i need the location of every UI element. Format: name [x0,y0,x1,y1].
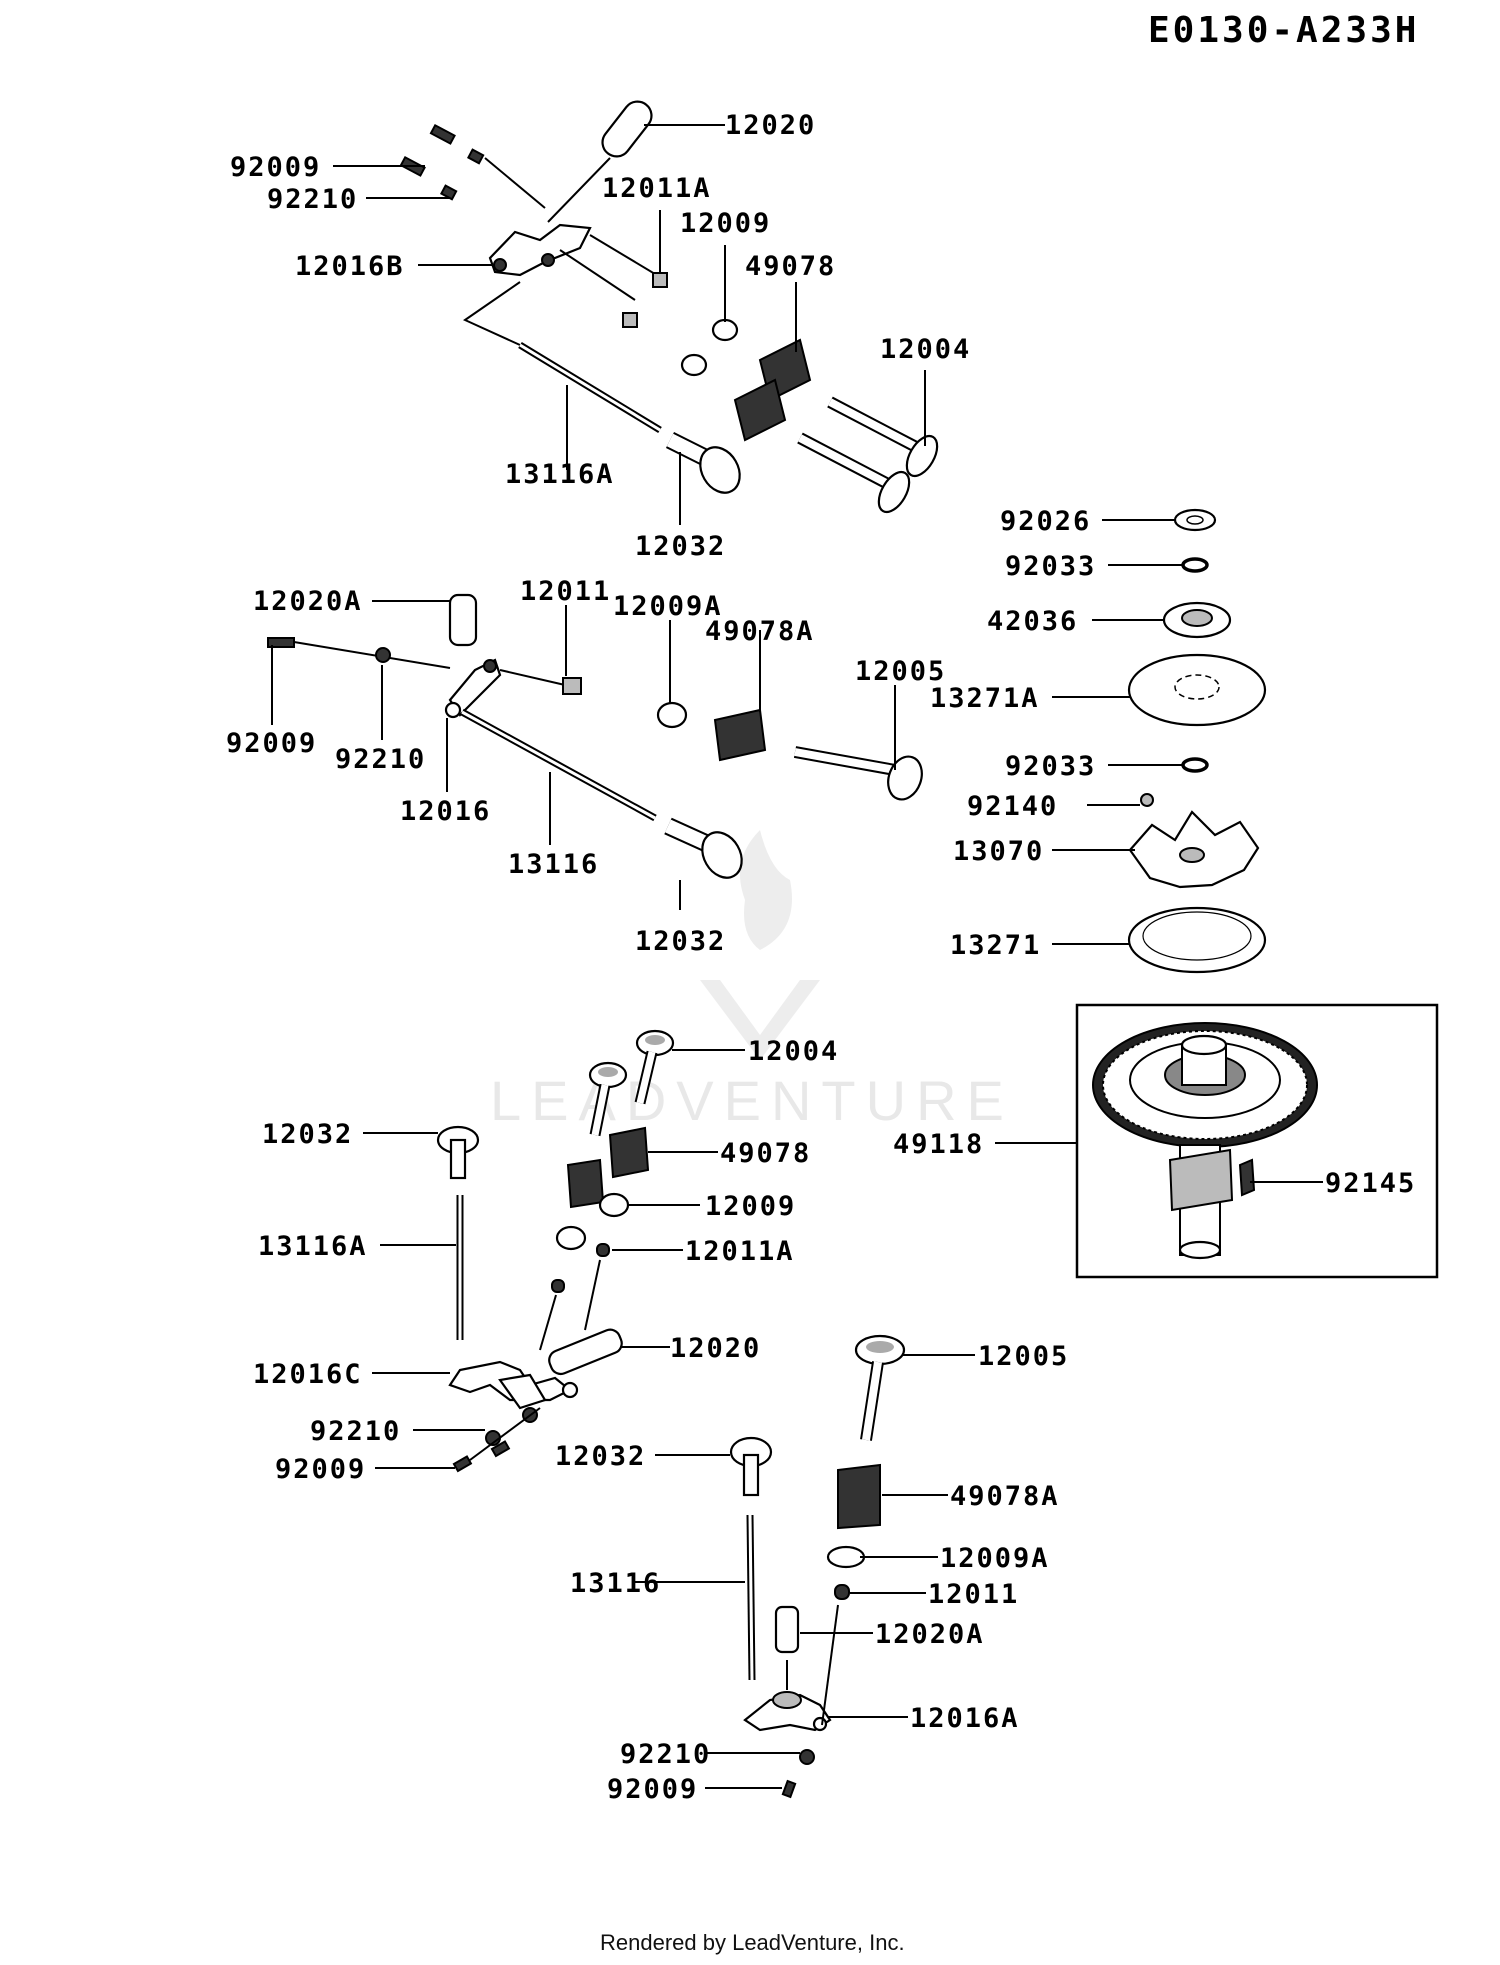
rocker-arm-12016 [444,658,502,719]
valve-12005-low [854,1334,906,1441]
label-12005-low: 12005 [978,1341,1069,1372]
label-13116-mid: 13116 [508,849,599,880]
label-92140: 92140 [967,791,1058,822]
label-92210-low: 92210 [310,1416,401,1447]
governor-stack [1127,508,1267,974]
footer-credit: Rendered by LeadVenture, Inc. [600,1930,905,1955]
label-92026: 92026 [1000,506,1091,537]
label-42036: 42036 [987,606,1078,637]
camshaft-frame [1075,1003,1439,1279]
label-12011-mid: 12011 [520,576,611,607]
label-12016A: 12016A [910,1703,1020,1734]
rocker-shaft-12020-low [548,1328,623,1376]
rocker-shaft-12020A-bot [774,1605,800,1654]
camshaft-box [1075,1003,1439,1279]
label-12005-mid: 12005 [855,656,946,687]
label-12016C: 12016C [253,1359,363,1390]
valve-spring-49078A-low [837,1463,881,1530]
middle-valve-assembly [267,593,923,879]
part-labels: 12020 92009 92210 12011A 12009 49078 120… [226,110,1416,1805]
label-49078A-mid: 49078A [705,616,815,647]
label-12032-low: 12032 [262,1119,353,1150]
valve-12005-mid [793,746,923,801]
label-12011A-low: 12011A [685,1236,795,1267]
label-49078A-low: 49078A [950,1481,1060,1512]
label-92210-mid: 92210 [335,744,426,775]
cap-12011A-low [596,1243,610,1257]
tappet-12032-low [436,1125,480,1180]
rocker-arm-12016A [743,1691,832,1732]
valve-spring-49078-low [608,1126,650,1179]
label-12004-top: 12004 [880,334,971,365]
retainer-12009-low [598,1192,630,1218]
label-92009-bot: 92009 [607,1774,698,1805]
retainer-12009A-low [826,1545,866,1569]
spring-pin-92145 [1238,1158,1256,1197]
lower-left-leaders [363,1049,745,1469]
label-92145: 92145 [1325,1168,1416,1199]
valve-spring-49078-top [733,338,812,442]
label-92033-b: 92033 [1005,751,1096,782]
label-13271: 13271 [950,930,1041,961]
label-92009-top: 92009 [230,152,321,183]
rocker-shaft-12020A [448,593,478,647]
label-12016B: 12016B [295,251,405,282]
label-12016: 12016 [400,796,491,827]
top-valve-assembly [399,100,939,514]
valve-12004-top [797,396,939,514]
label-49078-low: 49078 [720,1138,811,1169]
label-92009-low: 92009 [275,1454,366,1485]
tappet-12032-top [665,431,741,494]
label-12032-bot: 12032 [555,1441,646,1472]
tappet-12032-bot [729,1436,773,1497]
label-13271A: 13271A [930,683,1040,714]
label-12004-low: 12004 [748,1036,839,1067]
label-13070: 13070 [953,836,1044,867]
label-12020A-bot: 12020A [875,1619,985,1650]
label-12009-low: 12009 [705,1191,796,1222]
diagram-code: E0130-A233H [1148,10,1419,51]
holder-13070 [1128,810,1260,889]
lower-right-leaders [632,1354,975,1789]
label-12009A-low: 12009A [940,1543,1050,1574]
rocker-arm-12016C [448,1360,579,1410]
camshaft-49118 [1092,1022,1318,1260]
tappet-12032-mid [664,817,743,879]
label-13116A-top: 13116A [505,459,615,490]
watermark-text: LEADVENTURE [490,1069,1014,1132]
label-12011A-top: 12011A [602,173,712,204]
label-92210-bot: 92210 [620,1739,711,1770]
label-12020-top: 12020 [725,110,816,141]
camshaft-leaders [995,1142,1323,1183]
valve-spring-49078A-mid [713,708,767,762]
label-49078-top: 49078 [745,251,836,282]
label-92009-mid: 92009 [226,728,317,759]
right-leaders [1052,519,1183,945]
ring-92033-a [1181,557,1209,573]
ring-92033-b [1181,757,1209,773]
label-12020A-mid: 12020A [253,586,363,617]
label-13116-bot: 13116 [570,1568,661,1599]
lower-right-valve-assembly [729,1334,906,1799]
middle-leaders [271,600,896,910]
label-12009A-mid: 12009A [613,591,723,622]
label-12032-mid: 12032 [635,926,726,957]
label-12011-bot: 12011 [928,1579,1019,1610]
label-13116A-low: 13116A [258,1231,368,1262]
rocker-shaft-12020-top [547,100,653,223]
label-12032-top: 12032 [635,531,726,562]
cap-12011-bot [834,1584,850,1600]
top-leaders [333,124,926,525]
label-92033-a: 92033 [1005,551,1096,582]
watermark: LEADVENTURE [490,830,1014,1132]
label-12020-low: 12020 [670,1333,761,1364]
label-92210-top: 92210 [267,184,358,215]
rocker-arm-12016B [488,223,592,277]
ball-92140 [1140,793,1154,807]
lower-left-valve-assembly [436,1029,675,1473]
valve-12004-low [588,1029,675,1137]
label-49118: 49118 [893,1129,984,1160]
label-12009-top: 12009 [680,208,771,239]
